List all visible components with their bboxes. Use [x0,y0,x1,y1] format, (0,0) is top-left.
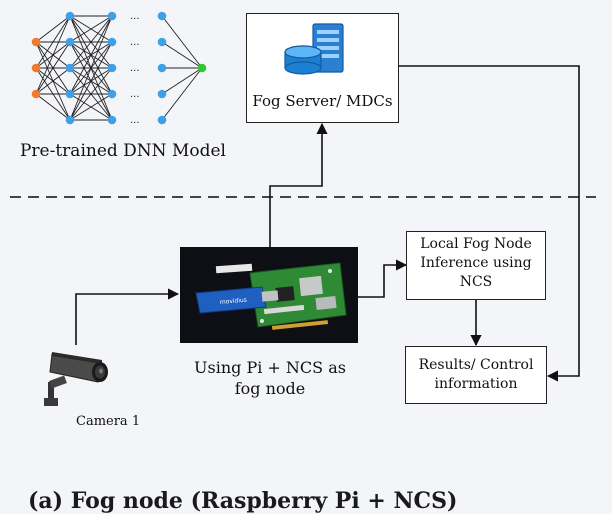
dnn-edge [35,93,71,121]
dnn-edge [69,41,113,121]
dnn-node [157,63,167,73]
dnn-edge [35,67,71,95]
arrow-fog-server-to-results [399,65,580,382]
dnn-node [107,63,117,73]
dnn-edge [69,15,113,95]
local-inference-line1: Local Fog Node [420,236,532,252]
dnn-node [65,115,75,125]
arrow-pi-to-fog-server [269,122,328,247]
dnn-node [31,37,41,47]
dnn-label: Pre-trained DNN Model [19,141,226,161]
dnn-edge [35,15,71,43]
dnn-ellipsis: ... [130,63,140,74]
dnn-edge [69,15,113,121]
dnn-edge [161,15,203,69]
dnn-edge [35,41,71,95]
dnn-node [65,37,75,47]
dnn-node [157,11,167,21]
dnn-edge [161,67,203,121]
fog-server-label: Fog Server/ MDCs [252,92,393,110]
pi-node-label: Using Pi + NCS as fog node [170,357,370,399]
security-camera-icon [44,352,108,406]
results-box[interactable]: Results/ Control information [405,346,547,404]
fog-server-box[interactable]: Fog Server/ MDCs [246,13,399,123]
results-line1: Results/ Control [418,357,534,373]
figure-caption: (a) Fog node (Raspberry Pi + NCS) [28,488,458,514]
camera-label: Camera 1 [76,414,141,429]
dnn-ellipsis: ... [130,89,140,100]
dnn-edge [161,41,203,69]
local-inference-line2: Inference using [420,255,532,271]
dnn-edge [69,15,113,69]
raspberry-pi-photo: movidius [180,247,358,343]
dnn-network-graphic: ............... [31,11,207,126]
pi-ncs-illustration: movidius [195,262,347,330]
dnn-node [107,89,117,99]
dnn-ellipsis: ... [130,37,140,48]
pi-node-label-line2: fog node [234,379,306,398]
server-database-icon [284,23,344,75]
dnn-edge [69,15,113,43]
dnn-node [197,63,207,73]
dnn-node [65,89,75,99]
dnn-node [65,11,75,21]
dnn-ellipsis: ... [130,11,140,22]
ncs-stick-text: movidius [220,297,248,306]
dnn-edge [161,67,203,95]
arrow-pi-to-local-inference [358,259,408,298]
dnn-node [107,115,117,125]
dnn-ellipsis: ... [130,115,140,126]
dnn-node [65,63,75,73]
pi-node-label-line1: Using Pi + NCS as [194,358,346,377]
local-inference-line3: NCS [459,274,493,290]
results-line2: information [434,376,518,392]
dnn-edge [35,15,71,95]
dnn-node [157,115,167,125]
dnn-node [107,37,117,47]
dnn-node [157,37,167,47]
arrow-camera-to-pi [75,288,180,345]
local-inference-box[interactable]: Local Fog Node Inference using NCS [406,231,546,300]
dnn-edge [69,93,113,121]
dnn-node [31,63,41,73]
dnn-node [31,89,41,99]
dnn-node [157,89,167,99]
dnn-edge [35,15,71,69]
dnn-node [107,11,117,21]
dnn-edge [69,67,113,121]
